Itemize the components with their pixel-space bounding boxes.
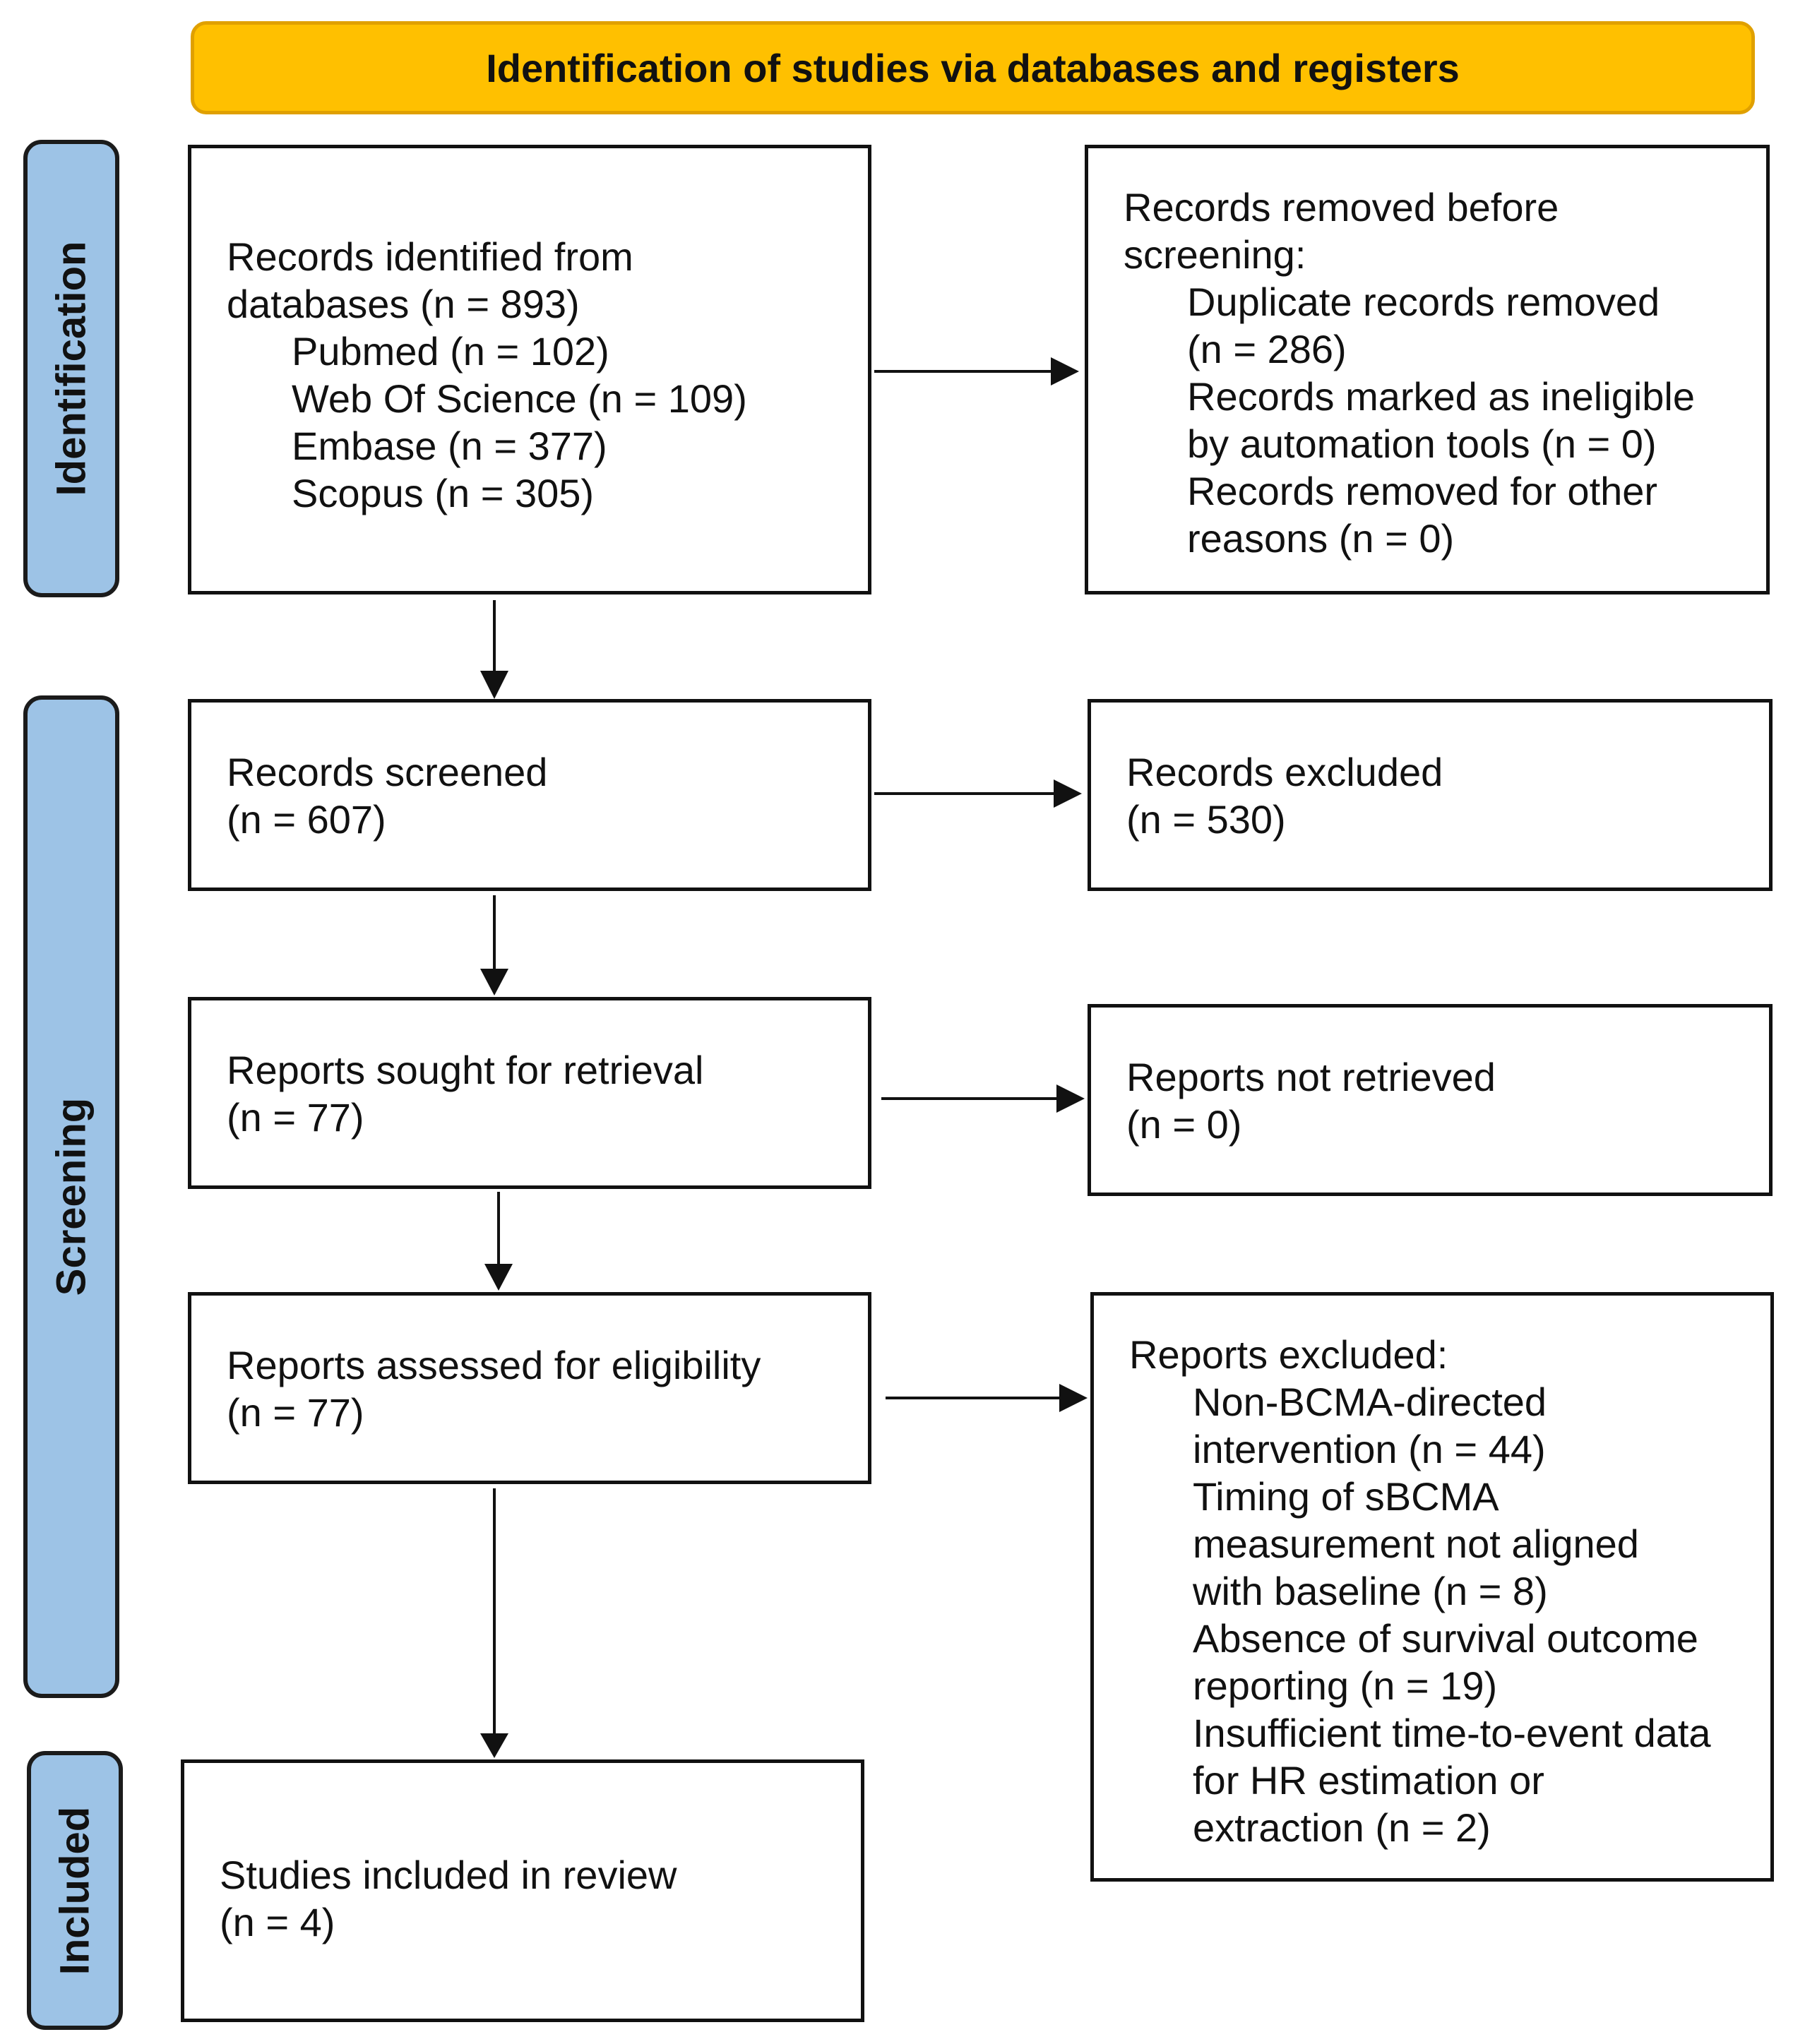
- studies-included-label: Studies included in review: [220, 1853, 677, 1897]
- identification-banner: Identification of studies via databases …: [191, 21, 1755, 114]
- records-identified-heading-2: databases (n = 893): [227, 282, 580, 326]
- arrowhead-down: [480, 1733, 508, 1758]
- exclusion-reason-line: measurement not aligned: [1193, 1522, 1639, 1566]
- records-removed-heading-1: Records removed before: [1124, 185, 1559, 229]
- arrowhead-down: [484, 1264, 513, 1291]
- records-excluded-label: Records excluded: [1126, 750, 1443, 794]
- reports-not-retrieved-count: (n = 0): [1126, 1102, 1242, 1147]
- arrowhead-right: [1051, 357, 1079, 386]
- arrowhead-right: [1059, 1384, 1088, 1412]
- source-pubmed: Pubmed (n = 102): [292, 329, 609, 373]
- records-removed-heading-2: screening:: [1124, 232, 1306, 277]
- reports-not-retrieved-label: Reports not retrieved: [1126, 1055, 1496, 1099]
- reports-sought-box: Reports sought for retrieval (n = 77): [188, 997, 871, 1189]
- records-screened-label: Records screened: [227, 750, 548, 794]
- records-excluded-box: Records excluded (n = 530): [1088, 699, 1773, 891]
- removed-line: reasons (n = 0): [1187, 516, 1455, 561]
- banner-title: Identification of studies via databases …: [486, 45, 1460, 90]
- arrowhead-down: [480, 671, 508, 699]
- exclusion-reason-line: with baseline (n = 8): [1193, 1569, 1548, 1613]
- reports-assessed-box: Reports assessed for eligibility (n = 77…: [188, 1292, 871, 1484]
- records-identified-heading-1: Records identified from: [227, 234, 633, 279]
- source-embase: Embase (n = 377): [292, 424, 607, 468]
- reports-not-retrieved-box: Reports not retrieved (n = 0): [1088, 1004, 1773, 1196]
- records-screened-box: Records screened (n = 607): [188, 699, 871, 891]
- studies-included-count: (n = 4): [220, 1900, 335, 1944]
- exclusion-reason-line: reporting (n = 19): [1193, 1663, 1498, 1708]
- removed-line: Records removed for other: [1187, 469, 1658, 513]
- records-removed-box: Records removed before screening: Duplic…: [1085, 145, 1770, 594]
- exclusion-reason-line: Insufficient time-to-event data: [1193, 1711, 1711, 1755]
- phase-screening: Screening: [23, 695, 119, 1698]
- removed-line: (n = 286): [1187, 327, 1347, 371]
- arrowhead-down: [480, 969, 508, 996]
- exclusion-reason-line: Non-BCMA-directed: [1193, 1380, 1547, 1424]
- reports-sought-label: Reports sought for retrieval: [227, 1048, 704, 1092]
- removed-line: Duplicate records removed: [1187, 280, 1660, 324]
- exclusion-reason-line: Timing of sBCMA: [1193, 1474, 1499, 1519]
- removed-line: by automation tools (n = 0): [1187, 422, 1657, 466]
- arrowhead-right: [1054, 779, 1082, 808]
- source-web-of-science: Web Of Science (n = 109): [292, 376, 747, 421]
- records-excluded-count: (n = 530): [1126, 797, 1286, 842]
- source-scopus: Scopus (n = 305): [292, 471, 595, 515]
- reports-excluded-box: Reports excluded: Non-BCMA-directed inte…: [1090, 1292, 1774, 1882]
- records-identified-box: Records identified from databases (n = 8…: [188, 145, 871, 594]
- reports-assessed-label: Reports assessed for eligibility: [227, 1343, 761, 1387]
- reports-sought-count: (n = 77): [227, 1095, 364, 1140]
- studies-included-box: Studies included in review (n = 4): [181, 1759, 864, 2022]
- exclusion-reason-line: intervention (n = 44): [1193, 1427, 1546, 1471]
- reports-assessed-count: (n = 77): [227, 1390, 364, 1435]
- arrowhead-right: [1056, 1084, 1085, 1113]
- exclusion-reason-line: Absence of survival outcome: [1193, 1616, 1698, 1661]
- reports-excluded-heading: Reports excluded:: [1129, 1332, 1448, 1377]
- exclusion-reason-line: for HR estimation or: [1193, 1758, 1544, 1803]
- removed-line: Records marked as ineligible: [1187, 374, 1696, 419]
- records-screened-count: (n = 607): [227, 797, 386, 842]
- phase-identification: Identification: [23, 140, 119, 597]
- phase-included: Included: [27, 1751, 123, 2030]
- exclusion-reason-line: extraction (n = 2): [1193, 1805, 1491, 1850]
